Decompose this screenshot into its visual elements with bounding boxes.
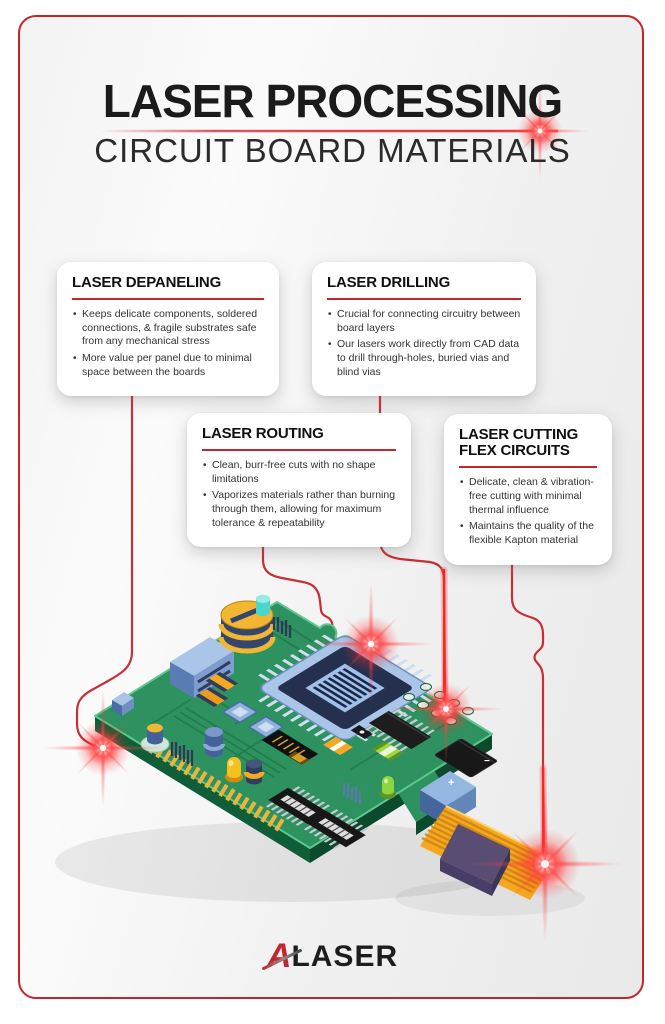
callout-title: LASER DRILLING — [327, 274, 451, 291]
callout-bullet-list: Delicate, clean & vibration-free cutting… — [459, 476, 597, 547]
bullet-item: Keeps delicate components, soldered conn… — [72, 308, 264, 349]
callout-bullet-list: Clean, burr-free cuts with no shape limi… — [202, 459, 396, 530]
header: LASER PROCESSING CIRCUIT BOARD MATERIALS — [0, 78, 665, 167]
bullet-item: Clean, burr-free cuts with no shape limi… — [202, 459, 396, 486]
callout-laser-drilling: LASER DRILLING Crucial for connecting ci… — [312, 262, 536, 397]
logo-wordmark: LASER — [291, 940, 399, 973]
callout-laser-routing: LASER ROUTING Clean, burr-free cuts with… — [187, 413, 411, 548]
callout-title: LASER DEPANELING — [72, 274, 222, 291]
page-subtitle: CIRCUIT BOARD MATERIALS — [94, 132, 571, 169]
callout-red-rule — [327, 298, 521, 301]
bullet-item: More value per panel due to minimal spac… — [72, 352, 264, 379]
bullet-item: Crucial for connecting circuitry between… — [327, 308, 521, 335]
bullet-item: Maintains the quality of the flexible Ka… — [459, 520, 597, 547]
callout-title: LASER CUTTING FLEX CIRCUITS — [459, 426, 579, 460]
callout-title: LASER ROUTING — [202, 425, 324, 442]
callout-red-rule — [459, 466, 597, 469]
bullet-item: Our lasers work directly from CAD data t… — [327, 338, 521, 379]
callout-red-rule — [202, 449, 396, 452]
callout-laser-cutting-flex: LASER CUTTING FLEX CIRCUITS Delicate, cl… — [444, 414, 612, 565]
callout-bullet-list: Keeps delicate components, soldered conn… — [72, 308, 264, 379]
bullet-item: Vaporizes materials rather than burning … — [202, 489, 396, 530]
callout-red-rule — [72, 298, 264, 301]
bullet-item: Delicate, clean & vibration-free cutting… — [459, 476, 597, 517]
callout-bullet-list: Crucial for connecting circuitry between… — [327, 308, 521, 379]
callout-laser-depaneling: LASER DEPANELING Keeps delicate componen… — [57, 262, 279, 397]
page-title: LASER PROCESSING — [102, 75, 563, 127]
